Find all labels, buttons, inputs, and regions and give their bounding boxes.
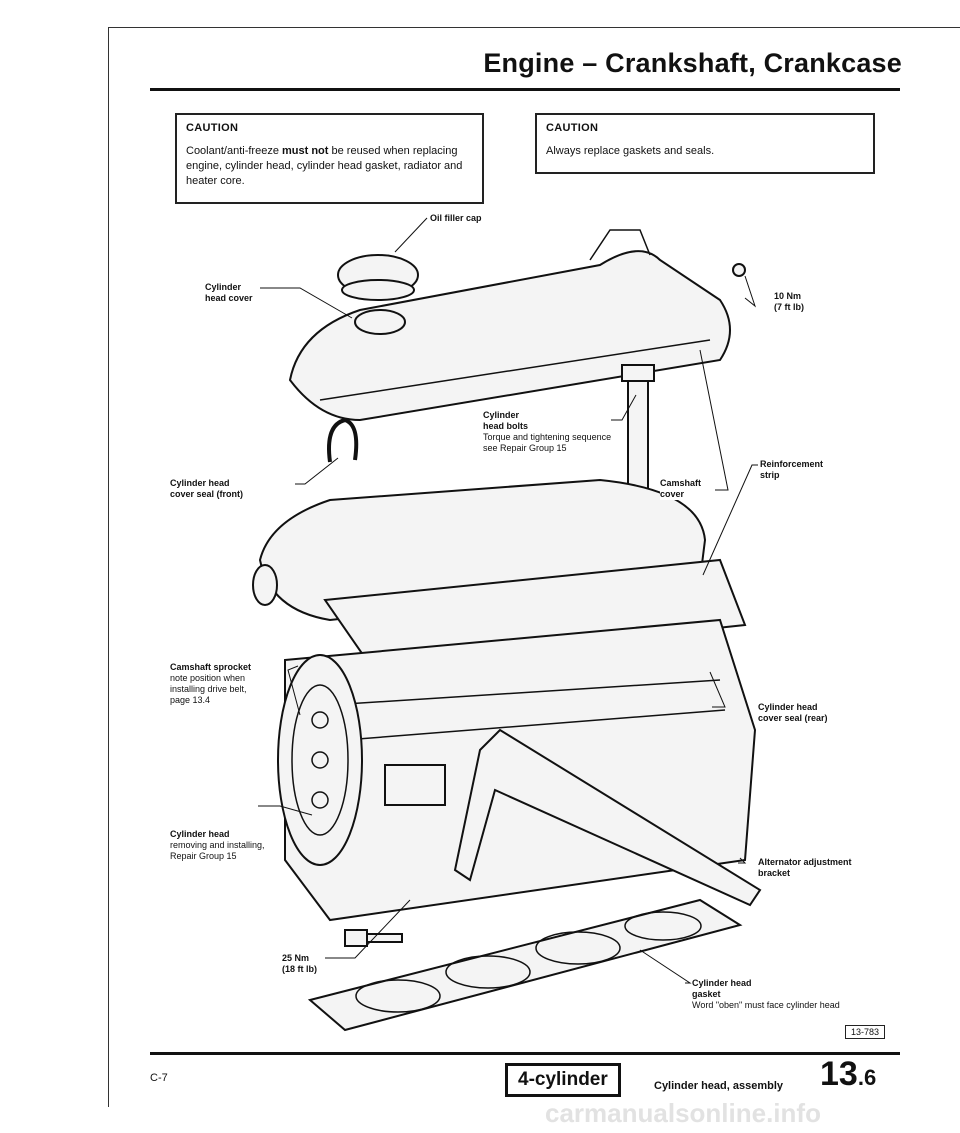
torque-bolt-drawing — [344, 929, 403, 947]
footer-subtitle: Cylinder head, assembly — [654, 1080, 783, 1092]
section-tab: 4-cylinder — [505, 1063, 621, 1097]
figure-reference: 13-783 — [845, 1025, 886, 1039]
caution-box-gaskets: CAUTION Always replace gaskets and seals… — [535, 113, 875, 174]
camshaft-sprocket-drawing — [277, 654, 363, 866]
page-frame-left — [108, 27, 109, 1107]
header-rule — [150, 88, 900, 91]
section-number: 13.6 — [820, 1055, 877, 1093]
label-oil-filler-cap: Oil filler cap — [430, 213, 482, 223]
front-seal-drawing — [327, 417, 359, 463]
page-code: C-7 — [150, 1072, 168, 1084]
watermark: carmanualsonline.info — [545, 1098, 821, 1128]
head-gasket-drawing — [307, 898, 743, 1032]
caution-text: Always replace gaskets and seals. — [546, 145, 715, 157]
caution-box-coolant: CAUTION Coolant/anti-freeze must not be … — [175, 113, 484, 204]
leader-lines — [258, 217, 758, 984]
reinforcement-strip-drawing — [323, 558, 747, 667]
cover-bolt-drawing — [732, 263, 746, 277]
page-frame-top — [108, 27, 960, 28]
oil-filler-cap-drawing — [337, 254, 419, 301]
footer-rule — [150, 1052, 900, 1055]
label-torque-10nm: 10 Nm(7 ft lb) — [774, 291, 804, 312]
cylinder-head-cover-drawing — [288, 229, 731, 422]
caution-heading: CAUTION — [546, 122, 599, 134]
caution-heading: CAUTION — [186, 122, 239, 134]
alternator-bracket-drawing — [453, 728, 762, 907]
caution-text: Coolant/anti-freeze must not be reused w… — [186, 145, 463, 187]
page-title: Engine – Crankshaft, Crankcase — [483, 48, 902, 78]
label-torque-25nm: 25 Nm(18 ft lb) — [282, 953, 317, 974]
